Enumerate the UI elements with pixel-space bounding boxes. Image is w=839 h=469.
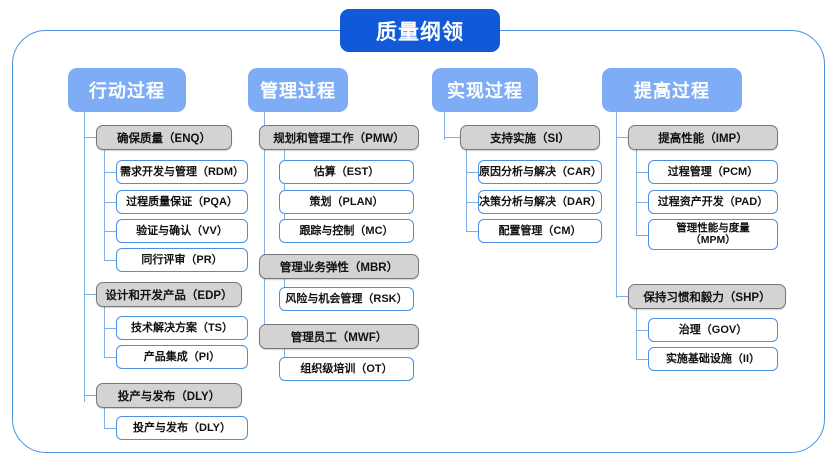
leaf-box-rdm[interactable]: 需求开发与管理（RDM） <box>116 160 248 184</box>
group-box-mbr[interactable]: 管理业务弹性（MBR） <box>259 254 419 279</box>
group-box-mwf[interactable]: 管理员工（MWF） <box>259 324 419 349</box>
leaf-box-mpm[interactable]: 管理性能与度量 （MPM） <box>648 219 778 250</box>
group-box-enq[interactable]: 确保质量（ENQ） <box>96 125 232 150</box>
leaf-box-pi[interactable]: 产品集成（PI） <box>116 345 248 369</box>
link-col4-g1-c1 <box>636 172 648 174</box>
leaf-box-ii[interactable]: 实施基础设施（II） <box>648 347 778 371</box>
link-col1-g3-c1 <box>104 428 116 430</box>
trunk-line-col1 <box>84 112 86 402</box>
link-col4-g2-c1 <box>636 330 648 332</box>
leaf-box-plan[interactable]: 策划（PLAN） <box>279 190 414 214</box>
group-box-imp[interactable]: 提高性能（IMP） <box>628 125 778 150</box>
spine-col1-g2 <box>104 307 106 357</box>
stub-col4-g2 <box>616 296 628 298</box>
spine-col1-g3 <box>104 408 106 429</box>
leaf-box-cm[interactable]: 配置管理（CM） <box>478 219 602 243</box>
link-col1-g2-c1 <box>104 328 116 330</box>
leaf-box-vv[interactable]: 验证与确认（VV） <box>116 219 248 243</box>
stub-col4-g1 <box>616 137 628 139</box>
leaf-box-gov[interactable]: 治理（GOV） <box>648 318 778 342</box>
spine-col3-g1 <box>466 150 468 232</box>
link-col1-g1-c1 <box>104 172 116 174</box>
leaf-box-pr[interactable]: 同行评审（PR） <box>116 248 248 272</box>
stub-col1-g1 <box>84 137 96 139</box>
link-col4-g2-c2 <box>636 359 648 361</box>
link-col4-g1-c3 <box>636 235 648 237</box>
link-col3-g1-c2 <box>466 202 478 204</box>
leaf-box-car[interactable]: 原因分析与解决（CAR） <box>478 160 602 184</box>
trunk-line-col4 <box>616 112 618 298</box>
group-box-shp[interactable]: 保持习惯和毅力（SHP） <box>628 284 786 309</box>
leaf-box-ot[interactable]: 组织级培训（OT） <box>279 357 414 381</box>
group-box-si[interactable]: 支持实施（SI） <box>460 125 600 150</box>
group-box-dly[interactable]: 投产与发布（DLY） <box>96 383 242 408</box>
leaf-box-rsk[interactable]: 风险与机会管理（RSK） <box>279 287 414 311</box>
group-box-edp[interactable]: 设计和开发产品（EDP） <box>96 282 242 307</box>
column-header-realization-process[interactable]: 实现过程 <box>432 68 538 112</box>
link-col1-g1-c3 <box>104 231 116 233</box>
stub-col3-g1 <box>444 137 460 139</box>
stub-col1-g3 <box>84 395 96 397</box>
leaf-box-pad[interactable]: 过程资产开发（PAD） <box>648 190 778 214</box>
root-title-box: 质量纲领 <box>340 9 500 52</box>
trunk-line-col2 <box>264 112 266 337</box>
leaf-box-est[interactable]: 估算（EST） <box>279 160 414 184</box>
leaf-box-ts[interactable]: 技术解决方案（TS） <box>116 316 248 340</box>
link-col3-g1-c3 <box>466 231 478 233</box>
group-box-pmw[interactable]: 规划和管理工作（PMW） <box>259 125 419 150</box>
spine-col4-g1 <box>636 150 638 236</box>
leaf-box-dly-child[interactable]: 投产与发布（DLY） <box>116 416 248 440</box>
column-header-improvement-process[interactable]: 提高过程 <box>602 68 742 112</box>
leaf-box-mc[interactable]: 跟踪与控制（MC） <box>279 219 414 243</box>
link-col3-g1-c1 <box>466 172 478 174</box>
trunk-line-col3 <box>444 112 446 140</box>
link-col1-g1-c4 <box>104 260 116 262</box>
stub-col1-g2 <box>84 294 96 296</box>
leaf-box-pcm[interactable]: 过程管理（PCM） <box>648 160 778 184</box>
link-col1-g1-c2 <box>104 202 116 204</box>
link-col1-g2-c2 <box>104 357 116 359</box>
column-header-action-process[interactable]: 行动过程 <box>68 68 186 112</box>
link-col4-g1-c2 <box>636 202 648 204</box>
column-header-management-process[interactable]: 管理过程 <box>248 68 348 112</box>
spine-col4-g2 <box>636 309 638 359</box>
leaf-box-pqa[interactable]: 过程质量保证（PQA） <box>116 190 248 214</box>
spine-col1-g1 <box>104 150 106 260</box>
leaf-box-dar[interactable]: 决策分析与解决（DAR） <box>478 190 602 214</box>
